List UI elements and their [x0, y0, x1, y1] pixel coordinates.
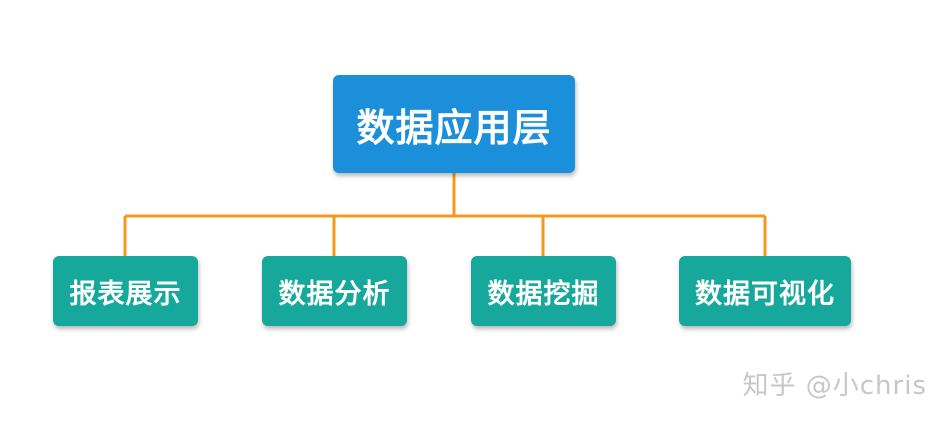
- child-node-label: 数据可视化: [695, 278, 835, 310]
- child-node-label: 报表展示: [69, 278, 182, 310]
- watermark: 知乎 @小chris: [742, 371, 927, 401]
- child-node-report-display: 报表展示: [53, 256, 198, 326]
- child-node-label: 数据分析: [278, 278, 391, 310]
- child-node-data-mining: 数据挖掘: [471, 256, 616, 326]
- child-node-data-analysis: 数据分析: [262, 256, 407, 326]
- root-node: 数据应用层: [333, 75, 575, 173]
- child-node-label: 数据挖掘: [487, 278, 600, 310]
- root-node-label: 数据应用层: [356, 105, 552, 150]
- child-node-data-visualization: 数据可视化: [679, 256, 851, 326]
